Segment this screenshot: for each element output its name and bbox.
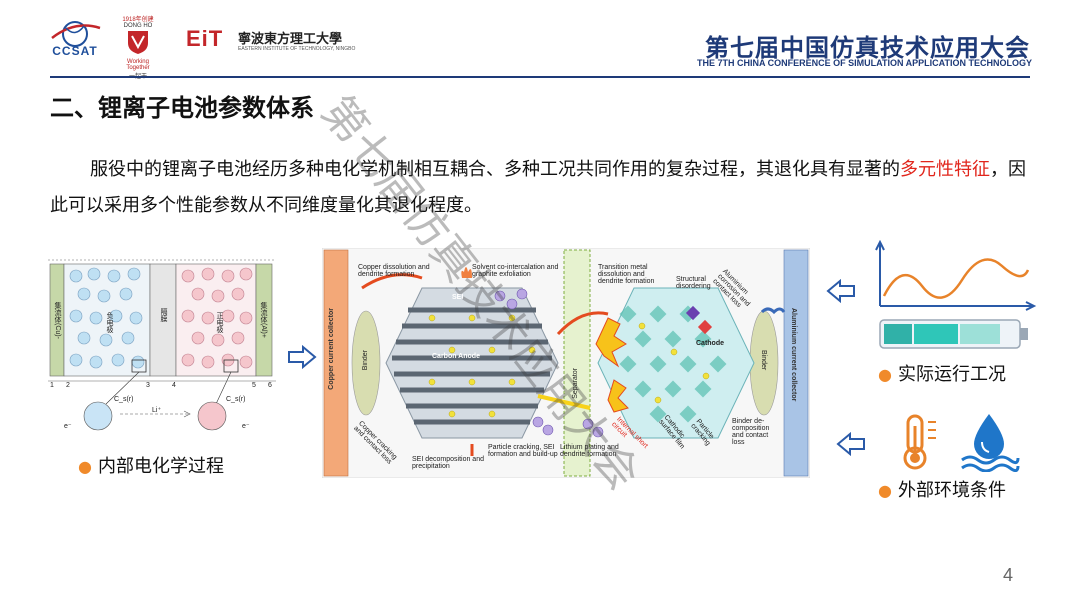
label-num-6: 6: [268, 382, 272, 389]
label-cs-pos: C_s(r): [226, 396, 245, 403]
eit-name-en: EASTERN INSTITUTE OF TECHNOLOGY, NINGBO: [238, 46, 355, 52]
label-electron-neg: e⁻: [64, 422, 72, 430]
dongho-logo: 1918年创建 DONG HO Working Together 一起干: [116, 14, 160, 68]
caption-environment: ● 外部环境条件: [878, 476, 1006, 502]
label-pos-electrode: 正电极: [214, 312, 224, 333]
thermometer-icon: [892, 412, 948, 472]
shield-icon: [125, 29, 151, 55]
annot-solvent-cointercalation: Solvent co-intercalation and graphite ex…: [472, 264, 568, 278]
eit-name-cn: 寧波東方理工大學: [238, 28, 342, 47]
operating-condition-figure: [868, 240, 1038, 354]
paragraph-text-1: 服役中的锂离子电池经历多种电化学机制相互耦合、多种工况共同作用的复杂过程，其退化…: [90, 159, 900, 180]
label-binder-left: Binder: [362, 350, 369, 370]
arrow-left-icon: [826, 279, 856, 303]
label-num-3: 3: [146, 382, 150, 389]
caption-internal: ● 内部电化学过程: [78, 452, 224, 478]
label-num-5: 5: [252, 382, 256, 389]
intro-paragraph: 服役中的锂离子电池经历多种电化学机制相互耦合、多种工况共同作用的复杂过程，其退化…: [50, 152, 1032, 224]
bullet-dot: ●: [878, 365, 892, 384]
label-aluminium-collector: Aluminium current collector: [790, 308, 797, 401]
annot-copper-dissolution: Copper dissolution and dendrite formatio…: [358, 264, 448, 278]
caption-operating-text: 实际运行工况: [898, 364, 1006, 385]
label-copper-collector: Copper current collector: [328, 308, 335, 390]
label-num-4: 4: [172, 382, 176, 389]
caption-operating: ● 实际运行工况: [878, 360, 1006, 386]
label-separator: 隔膜: [158, 308, 168, 322]
page-number: 4: [1003, 565, 1013, 586]
arrow-left-icon: [836, 432, 866, 456]
degradation-mechanisms-figure: Copper current collector Aluminium curre…: [322, 248, 810, 478]
label-electron-pos: e⁻: [242, 422, 250, 430]
label-num-1: 1: [50, 382, 54, 389]
ccsat-logo-text: CCSAT: [44, 44, 106, 58]
header-divider: [50, 76, 1030, 78]
arrow-right-icon: [287, 345, 317, 369]
eit-logo: EiT 寧波東方理工大學 EASTERN INSTITUTE OF TECHNO…: [186, 26, 223, 54]
label-binder-right: Binder: [760, 350, 767, 370]
bullet-dot: ●: [78, 457, 92, 476]
environment-figure: [892, 412, 1022, 474]
annot-sei-decomposition: SEI decomposition and precipitation: [412, 456, 484, 470]
label-collector-al: 集流体(Al)+: [258, 302, 268, 338]
annot-binder-decomposition: Binder de-composition and contact loss: [732, 418, 782, 446]
ccsat-logo: CCSAT: [44, 18, 106, 64]
annot-transition-metal: Transition metal dissolution and dendrit…: [598, 264, 668, 285]
label-cathode: Cathode: [696, 340, 724, 347]
caption-environment-text: 外部环境条件: [898, 480, 1006, 501]
dongho-motto: Working Together: [116, 59, 160, 71]
cell-schematic-figure: 集流体(Cu)- 集流体(Al)+ 负电极 隔膜 正电极 1 2 3 4 5 6…: [48, 254, 276, 440]
bullet-dot: ●: [878, 481, 892, 500]
paragraph-highlight: 多元性特征: [900, 159, 990, 180]
label-li-ion: Li⁺: [152, 406, 161, 414]
label-collector-cu: 集流体(Cu)-: [52, 302, 62, 339]
section-title: 二、锂离子电池参数体系: [50, 88, 314, 123]
load-profile-chart-icon: [868, 240, 1038, 354]
label-separator-center: Separator: [572, 368, 579, 399]
eit-mark: EiT: [186, 26, 223, 51]
dongho-founded: 1918年创建: [116, 14, 160, 23]
caption-internal-text: 内部电化学过程: [98, 456, 224, 477]
label-num-2: 2: [66, 382, 70, 389]
annot-lithium-plating: Lithium plating and dendrite formation: [560, 444, 620, 458]
water-drop-icon: [958, 412, 1020, 472]
label-neg-electrode: 负电极: [104, 312, 114, 333]
label-carbon-anode: Carbon Anode: [432, 352, 492, 362]
cell-schematic: [48, 254, 276, 440]
annot-particle-cracking-sei: Particle cracking, SEI formation and bui…: [488, 444, 558, 458]
conference-subtitle: THE 7TH CHINA CONFERENCE OF SIMULATION A…: [697, 58, 1032, 68]
label-cs-neg: C_s(r): [114, 396, 133, 403]
label-sei: SEI: [452, 294, 463, 301]
